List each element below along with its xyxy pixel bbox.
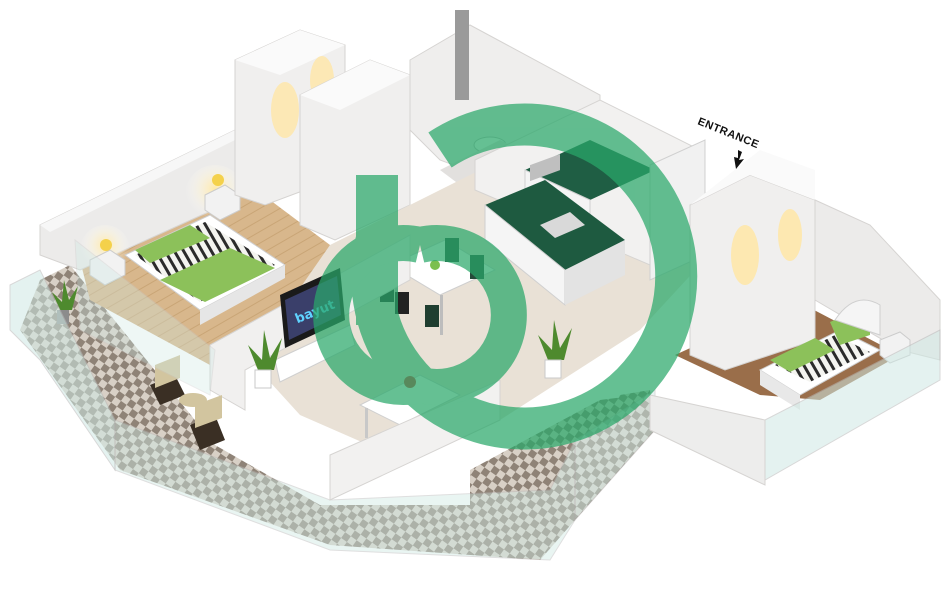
bed-1 [124, 214, 286, 325]
kitchen-island [484, 180, 625, 307]
bedroom-1-back-wall-top [40, 130, 245, 232]
plant-2 [538, 320, 572, 379]
balcony-chairs [150, 355, 225, 450]
nightstand-1 [204, 174, 241, 221]
entrance-label: ENTRANCE [696, 116, 761, 152]
bed-2 [758, 299, 882, 410]
glass-railing-inner [74, 238, 216, 396]
bedroom-2-side-wall [649, 394, 766, 486]
glass-railing-left [9, 269, 116, 472]
wardrobe-3 [689, 150, 816, 371]
plant-1 [248, 330, 282, 389]
balcony-floor [20, 265, 655, 560]
entrance-arrow-icon [734, 150, 744, 169]
bedroom-2-floor [675, 300, 900, 400]
watermark-logo [313, 103, 698, 450]
nightstand-2 [89, 239, 126, 286]
